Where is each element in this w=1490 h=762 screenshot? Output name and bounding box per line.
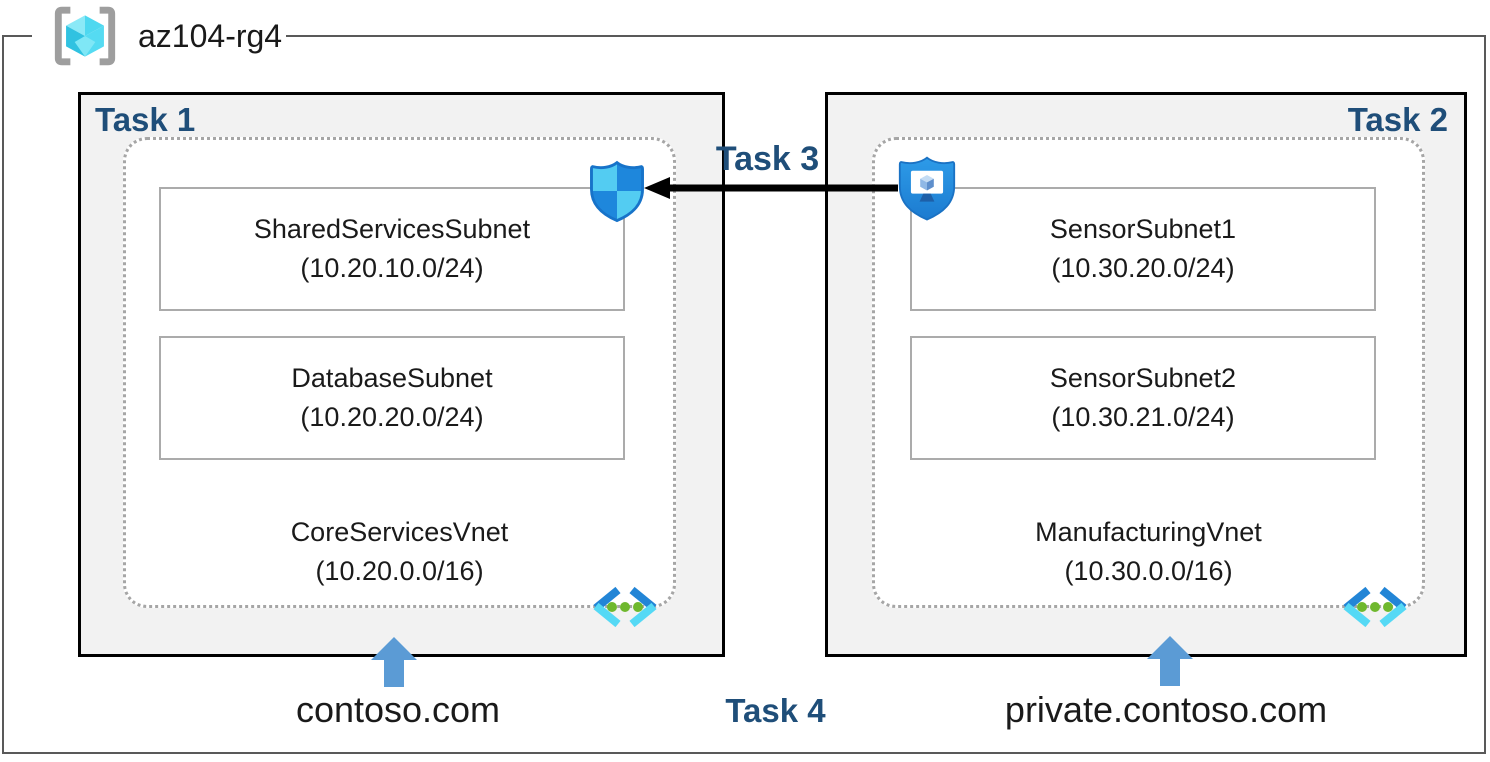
core-services-vnet-label: CoreServicesVnet (10.20.0.0/16) — [126, 513, 673, 591]
resource-group-frame — [2, 35, 1486, 754]
subnet-cidr: (10.20.10.0/24) — [300, 253, 484, 283]
bastion-shield-icon — [898, 156, 956, 221]
subnet-name: SensorSubnet2 — [1049, 363, 1237, 393]
subnet-cidr: (10.20.20.0/24) — [300, 402, 484, 432]
arrow-up-icon — [371, 637, 417, 687]
frame-legend-gap — [32, 32, 286, 41]
vnet-name: CoreServicesVnet — [290, 517, 509, 547]
resource-group-icon — [54, 6, 116, 66]
manufacturing-vnet-container: SensorSubnet1 (10.30.20.0/24) SensorSubn… — [872, 137, 1425, 608]
task3-label: Task 3 — [715, 140, 820, 178]
subnet-name: DatabaseSubnet — [291, 363, 493, 393]
subnet-name: SensorSubnet1 — [1049, 214, 1237, 244]
subnet-cidr: (10.30.21.0/24) — [1051, 402, 1235, 432]
sensor-subnet1-box: SensorSubnet1 (10.30.20.0/24) — [910, 187, 1376, 311]
core-services-vnet-container: SharedServicesSubnet (10.20.10.0/24) Dat… — [123, 137, 676, 608]
nsg-shield-icon — [590, 160, 644, 223]
subnet-name: SharedServicesSubnet — [253, 214, 531, 244]
private-contoso-domain-label: private.contoso.com — [1004, 689, 1328, 730]
arrow-left-icon — [644, 177, 898, 199]
task2-label: Task 2 — [1347, 101, 1448, 138]
vnet-name: ManufacturingVnet — [1035, 517, 1262, 547]
database-subnet-box: DatabaseSubnet (10.20.20.0/24) — [159, 336, 625, 460]
vnet-cidr: (10.30.0.0/16) — [1064, 556, 1233, 586]
task1-label: Task 1 — [95, 101, 196, 138]
shared-services-subnet-box: SharedServicesSubnet (10.20.10.0/24) — [159, 187, 625, 311]
contoso-domain-label: contoso.com — [295, 689, 501, 730]
task4-label: Task 4 — [725, 692, 826, 729]
resource-group-name: az104-rg4 — [138, 18, 283, 54]
sensor-subnet2-box: SensorSubnet2 (10.30.21.0/24) — [910, 336, 1376, 460]
virtual-network-icon — [593, 586, 657, 628]
subnet-cidr: (10.30.20.0/24) — [1051, 253, 1235, 283]
vnet-cidr: (10.20.0.0/16) — [315, 556, 484, 586]
virtual-network-icon — [1343, 586, 1407, 628]
manufacturing-vnet-label: ManufacturingVnet (10.30.0.0/16) — [875, 513, 1422, 591]
arrow-up-icon — [1147, 636, 1193, 686]
